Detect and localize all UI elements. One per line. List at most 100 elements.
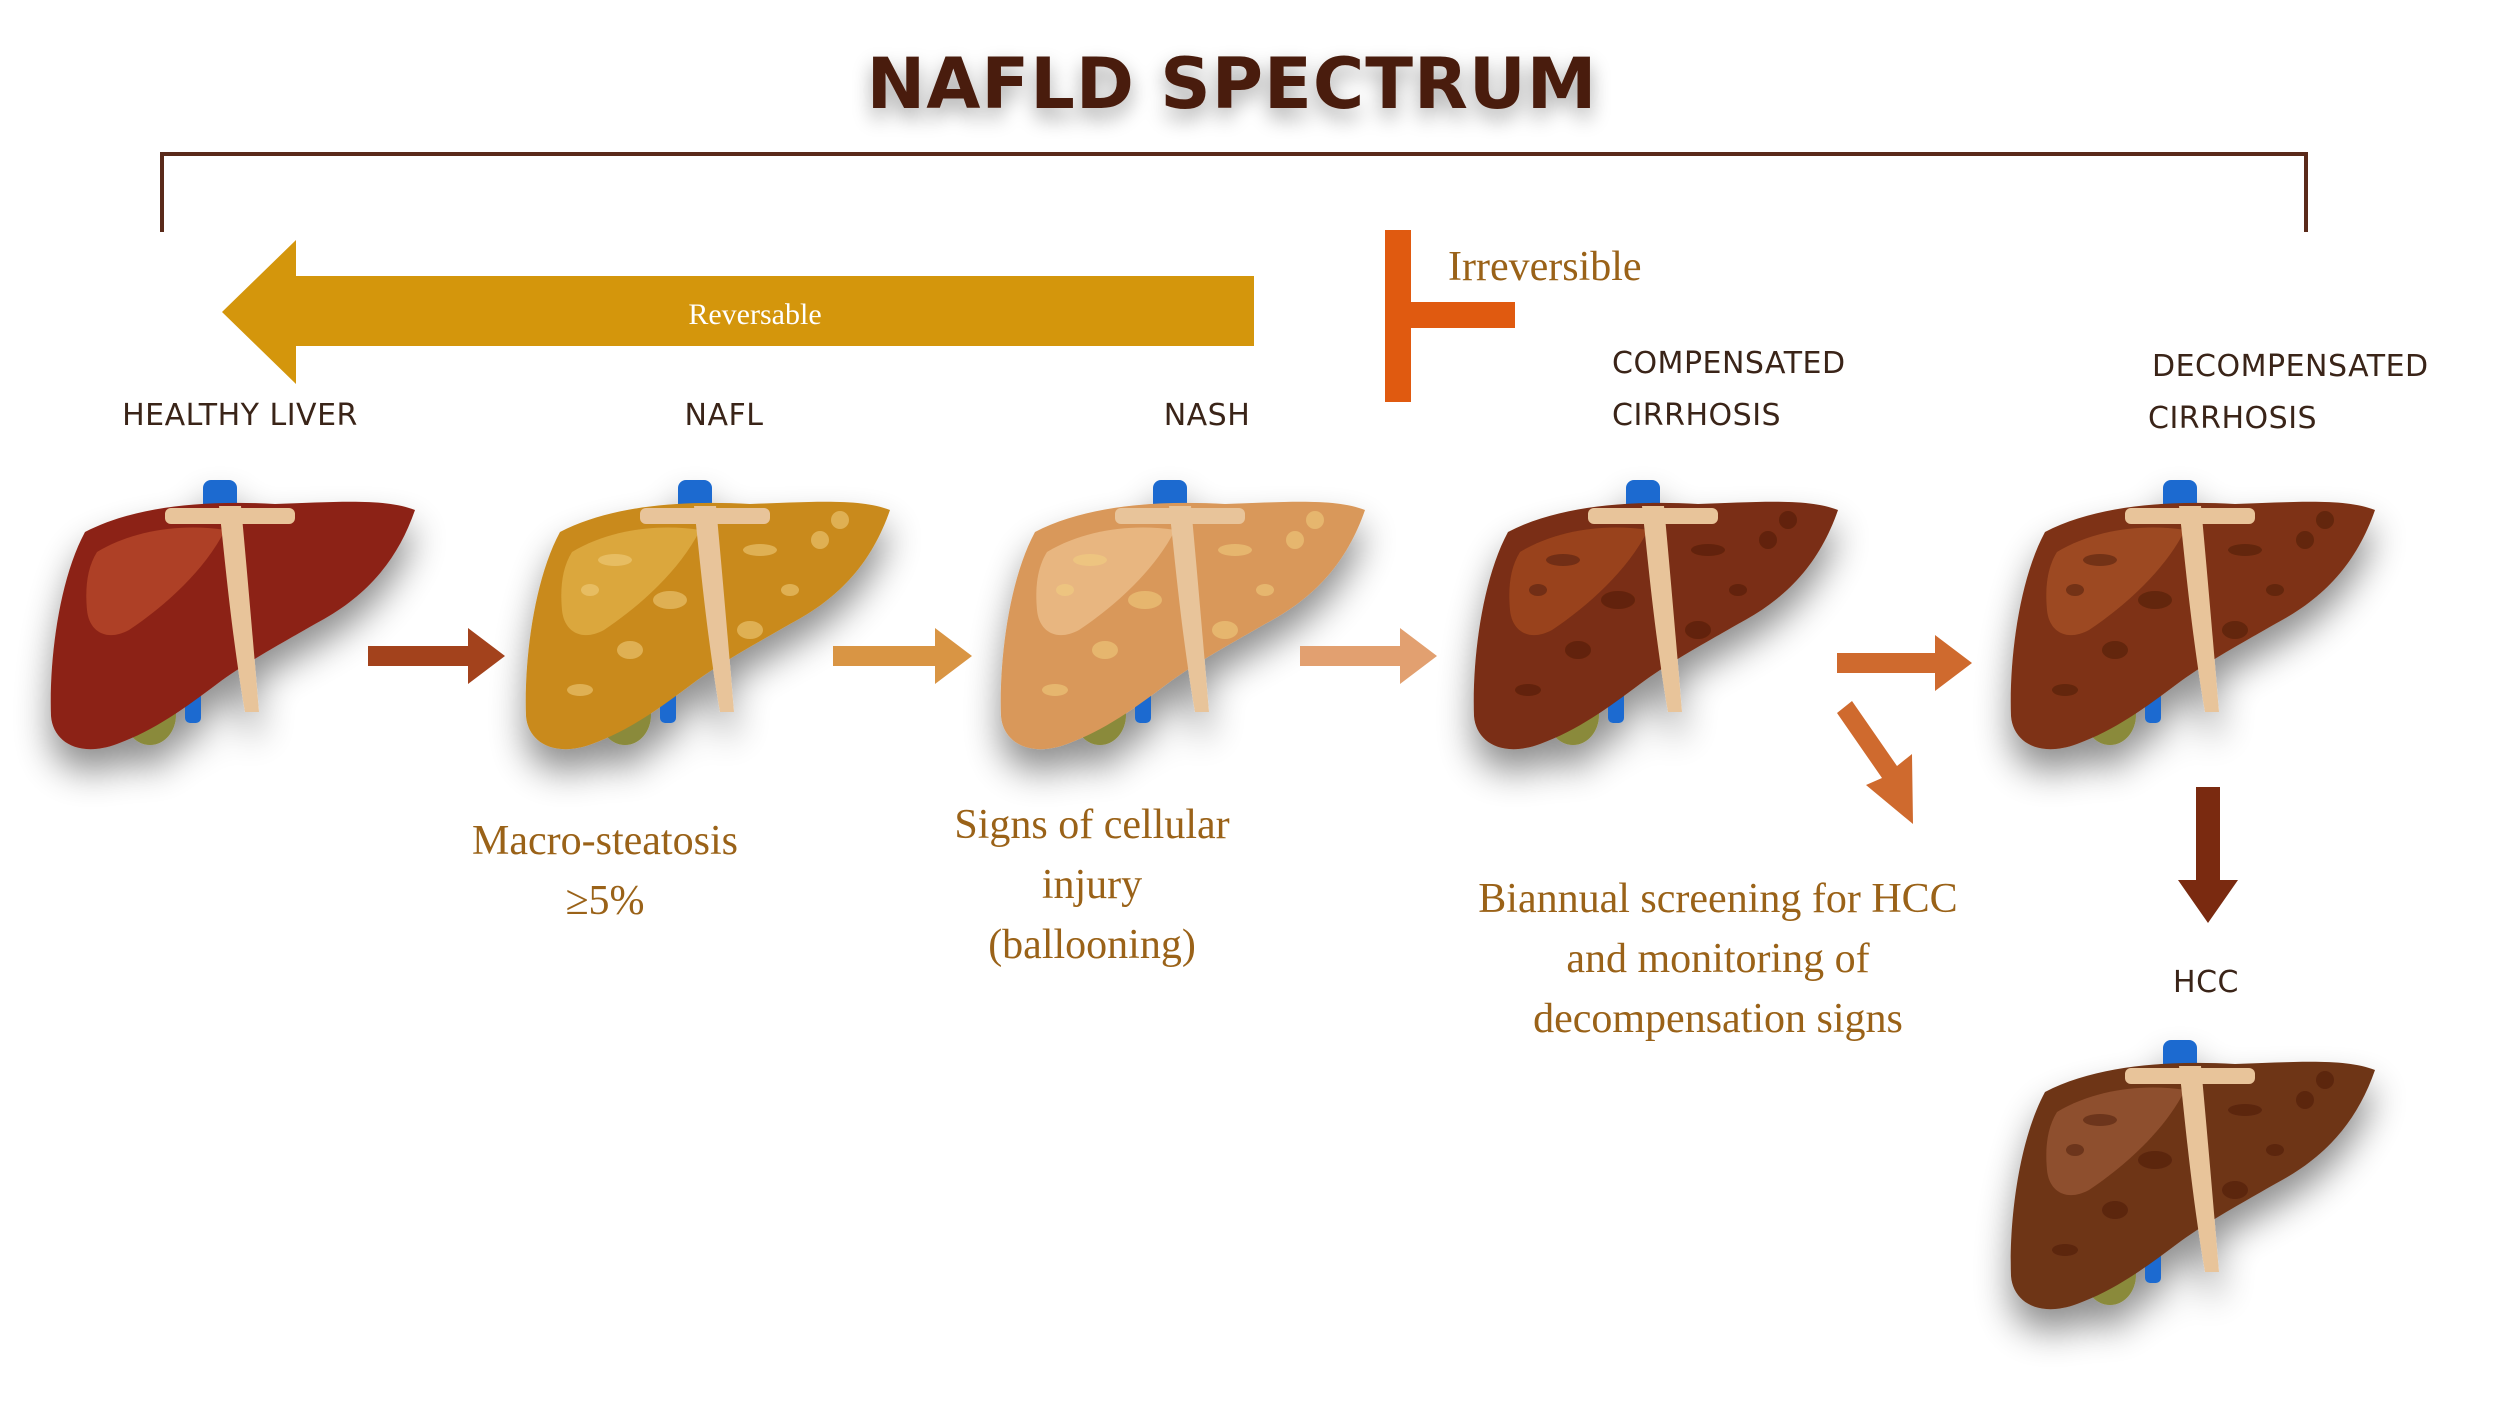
liver-texture-spot (737, 621, 763, 639)
liver-highlight (1036, 527, 1175, 636)
liver-texture-spot (2052, 1244, 2078, 1256)
liver-texture-spot (1256, 584, 1274, 596)
diagram-title: NAFLD SPECTRUM (867, 43, 1598, 125)
liver-texture-spot (2296, 531, 2314, 549)
liver-texture-spot (1056, 584, 1074, 596)
lobe-divider (2179, 506, 2219, 712)
stage-label-decompensated-line2: CIRRHOSIS (2148, 401, 2317, 436)
hepatic-band (165, 508, 295, 524)
liver-texture-spot (2102, 1201, 2128, 1219)
liver-texture-spot (2228, 1104, 2262, 1116)
lobe-divider (1642, 506, 1682, 712)
liver-texture-spot (581, 584, 599, 596)
hepatic-band (640, 508, 770, 524)
note-nafl-line1: Macro-steatosis (472, 818, 738, 864)
liver-texture-spot (2138, 1151, 2172, 1169)
liver-nash (1000, 480, 1365, 750)
liver-texture-spot (1759, 531, 1777, 549)
irreversible-label: Irreversible (1448, 244, 1642, 290)
liver-texture-spot (2083, 554, 2117, 566)
note-nafl-line2: ≥5% (565, 878, 644, 924)
liver-texture-spot (781, 584, 799, 596)
reversible-label: Reversable (688, 298, 821, 331)
liver-texture-spot (1092, 641, 1118, 659)
arrow-compensated-to-decompensated (1837, 635, 1972, 691)
liver-texture-spot (2316, 511, 2334, 529)
stage-label-compensated-line1: COMPENSATED (1612, 346, 1846, 381)
stage-label-nafl: NAFL (685, 398, 764, 433)
stage-notes: Macro-steatosis ≥5% Signs of cellular in… (472, 802, 1958, 1042)
liver-texture-spot (1128, 591, 1162, 609)
liver-texture-spot (567, 684, 593, 696)
liver-texture-spot (2228, 544, 2262, 556)
liver-highlight (1509, 527, 1648, 636)
liver-texture-spot (1685, 621, 1711, 639)
liver-texture-spot (1565, 641, 1591, 659)
spectrum-bracket (160, 152, 2308, 232)
liver-texture-spot (617, 641, 643, 659)
liver-texture-spot (1286, 531, 1304, 549)
liver-texture-spot (1073, 554, 1107, 566)
liver-texture-spot (653, 591, 687, 609)
liver-texture-spot (2066, 1144, 2084, 1156)
irreversible-bar-horizontal (1385, 302, 1515, 328)
liver-texture-spot (1546, 554, 1580, 566)
liver-texture-spot (2138, 591, 2172, 609)
liver-texture-spot (1529, 584, 1547, 596)
note-cirrhosis-line3: decompensation signs (1533, 996, 1903, 1042)
reversible-arrow (222, 240, 1254, 384)
liver-highlight (2046, 1087, 2185, 1196)
liver-hcc (2010, 1040, 2375, 1310)
liver-illustrations (50, 480, 2375, 1310)
liver-texture-spot (743, 544, 777, 556)
liver-texture-spot (1779, 511, 1797, 529)
liver-texture-spot (2066, 584, 2084, 596)
liver-texture-spot (598, 554, 632, 566)
lobe-divider (2179, 1066, 2219, 1272)
liver-compensated (1473, 480, 1838, 750)
liver-texture-spot (2222, 621, 2248, 639)
note-nash-line1: Signs of cellular (954, 802, 1229, 848)
liver-texture-spot (1515, 684, 1541, 696)
arrow-nash-to-compensated (1300, 628, 1437, 684)
progression-arrows (368, 628, 2238, 923)
hepatic-band (1588, 508, 1718, 524)
liver-texture-spot (1729, 584, 1747, 596)
lobe-divider (219, 506, 259, 712)
liver-healthy (50, 480, 416, 750)
liver-texture-spot (1691, 544, 1725, 556)
arrow-healthy-to-nafl (368, 628, 505, 684)
hepatic-band (2125, 508, 2255, 524)
liver-texture-spot (2266, 1144, 2284, 1156)
note-cirrhosis-line1: Biannual screening for HCC (1478, 876, 1957, 922)
liver-texture-spot (1212, 621, 1238, 639)
note-cirrhosis-line2: and monitoring of (1566, 936, 1869, 982)
arrow-decompensated-to-hcc (2178, 787, 2238, 923)
liver-texture-spot (2316, 1071, 2334, 1089)
liver-texture-spot (2083, 1114, 2117, 1126)
liver-highlight (561, 527, 700, 636)
lobe-divider (694, 506, 734, 712)
liver-texture-spot (1218, 544, 1252, 556)
liver-texture-spot (1306, 511, 1324, 529)
stage-label-decompensated-line1: DECOMPENSATED (2152, 349, 2429, 384)
liver-texture-spot (2222, 1181, 2248, 1199)
liver-highlight (2046, 527, 2185, 636)
liver-texture-spot (2296, 1091, 2314, 1109)
liver-nafl (525, 480, 890, 750)
liver-decompensated (2010, 480, 2375, 750)
stage-labels: HEALTHY LIVER NAFL NASH COMPENSATED CIRR… (122, 346, 2429, 1000)
liver-texture-spot (1601, 591, 1635, 609)
stage-label-hcc: HCC (2173, 965, 2239, 1000)
liver-texture-spot (1042, 684, 1068, 696)
arrow-compensated-to-hcc-diagonal (1837, 701, 1913, 824)
hepatic-band (2125, 1068, 2255, 1084)
note-nash-line3: (ballooning) (988, 922, 1196, 968)
liver-texture-spot (2052, 684, 2078, 696)
note-nash-line2: injury (1042, 862, 1142, 908)
liver-texture-spot (2102, 641, 2128, 659)
stage-label-nash: NASH (1164, 398, 1251, 433)
stage-label-compensated-line2: CIRRHOSIS (1612, 398, 1781, 433)
